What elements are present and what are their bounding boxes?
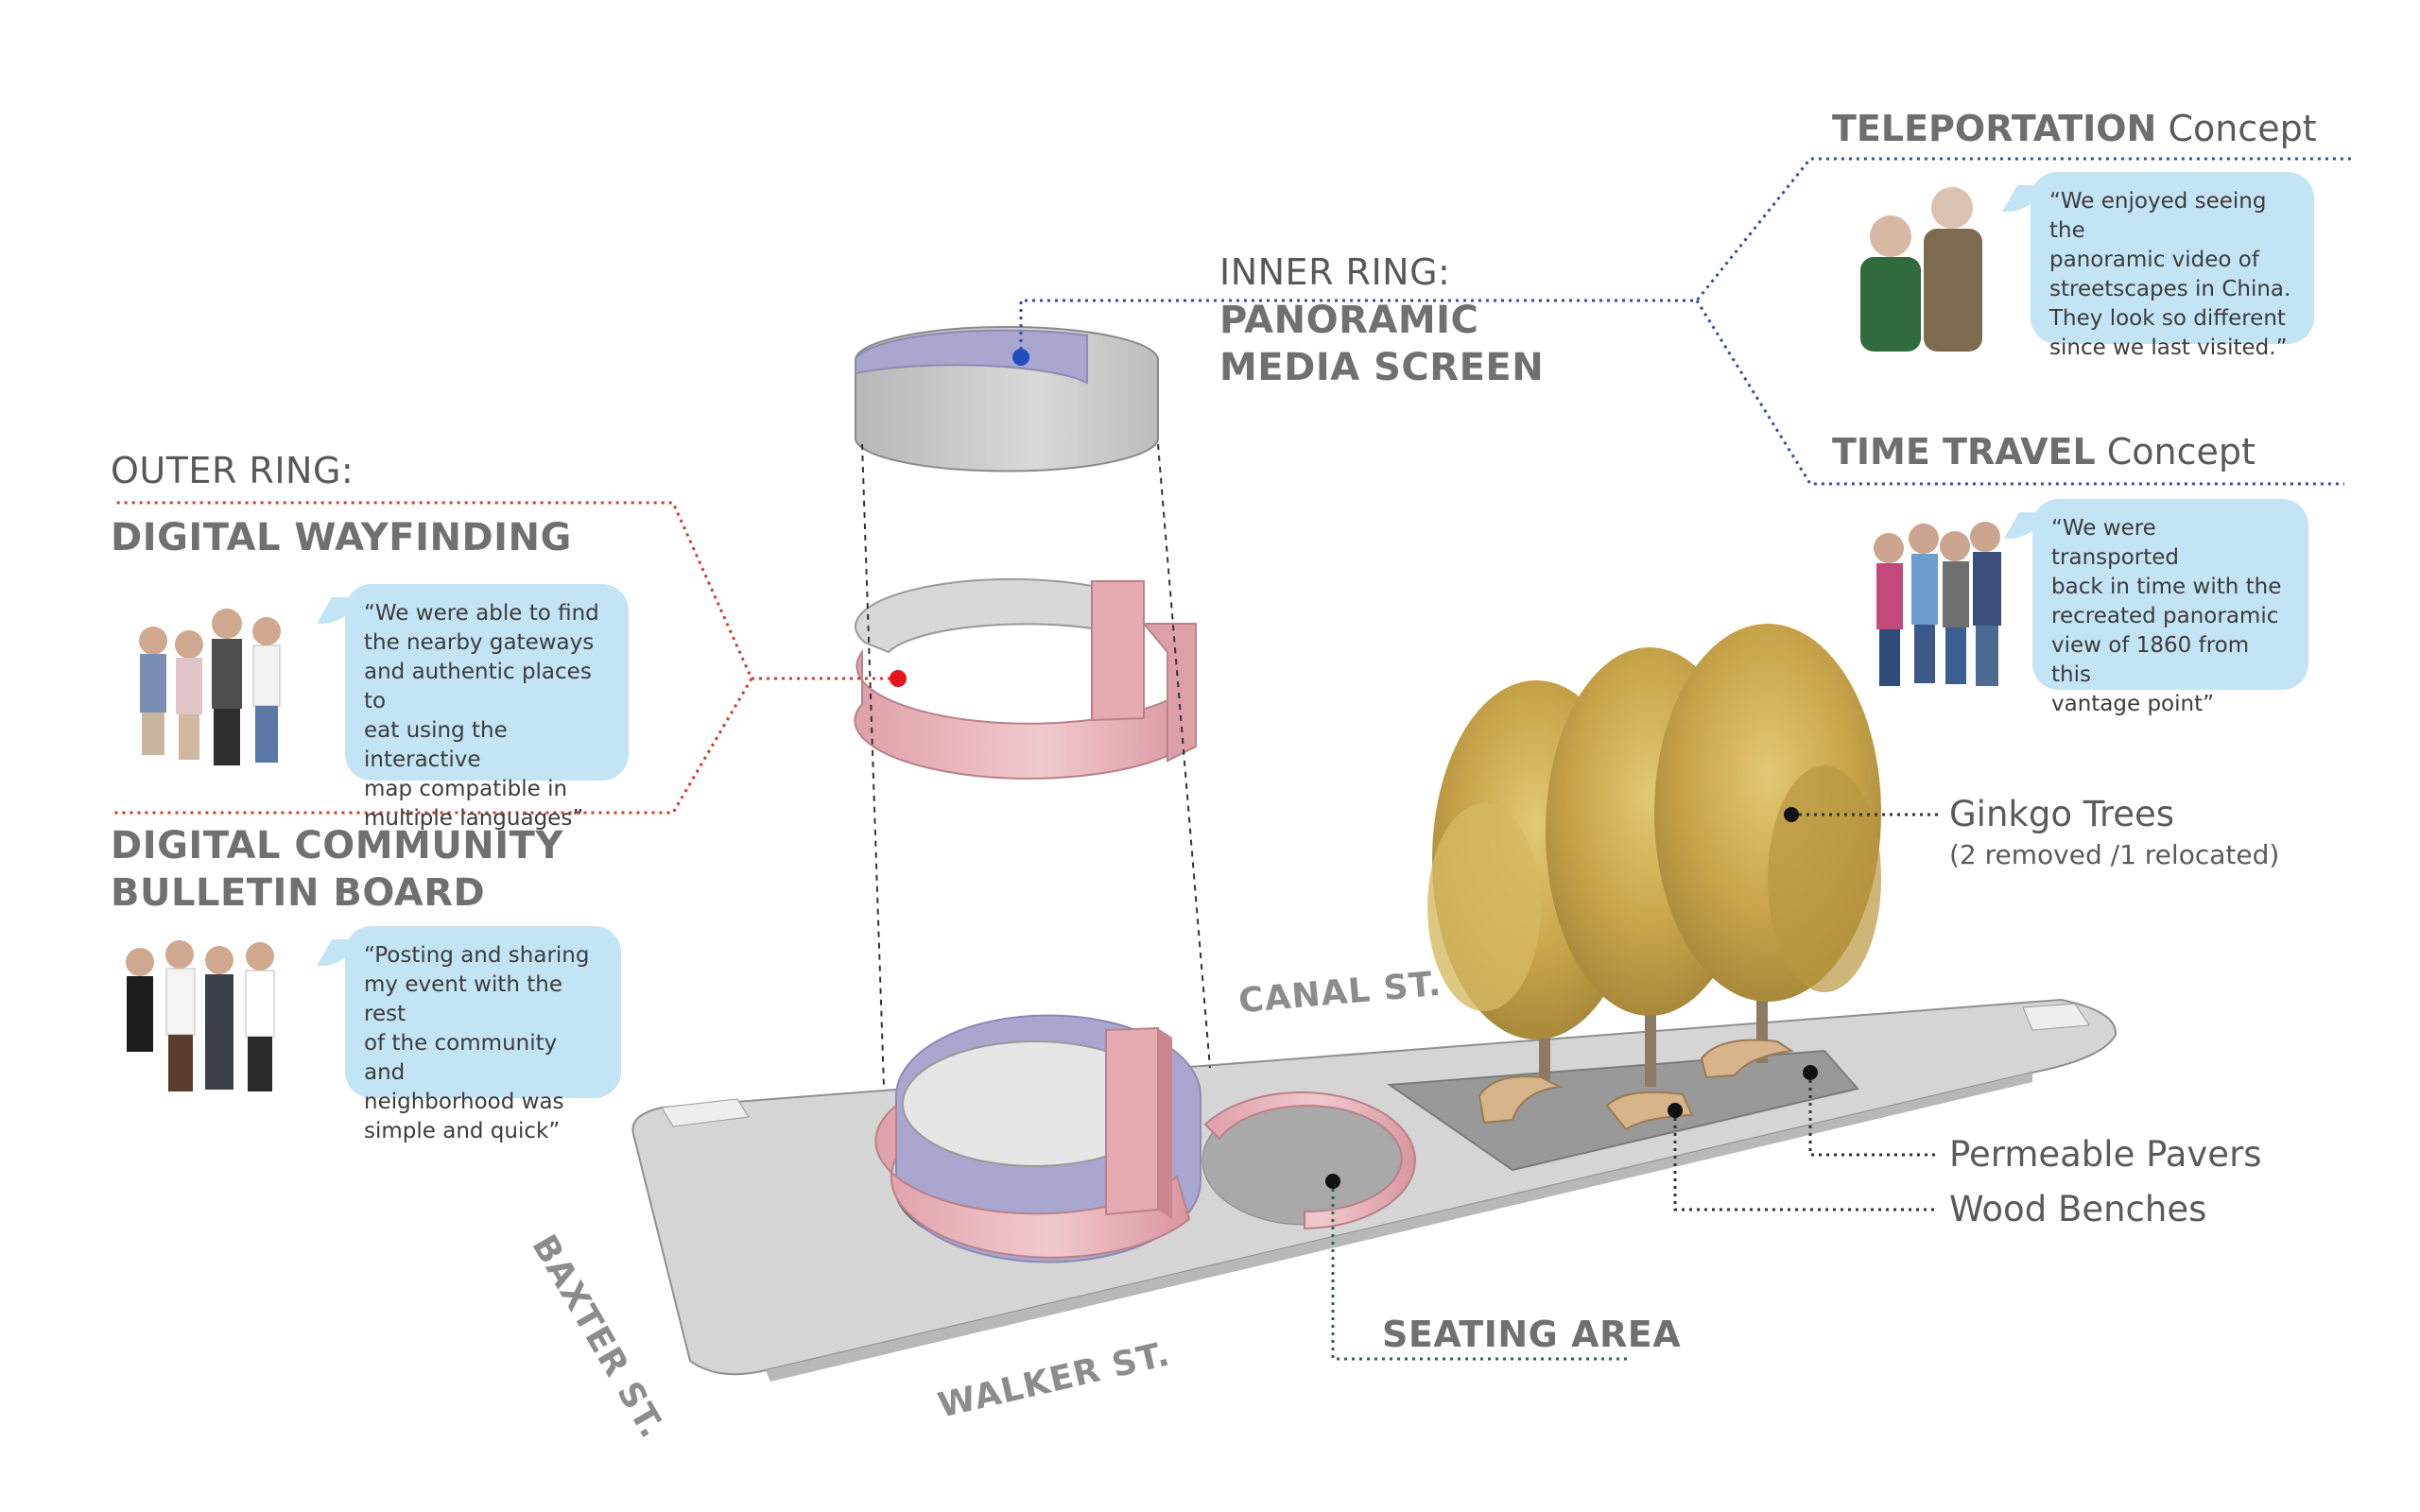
benches-marker — [1668, 1103, 1683, 1118]
teleportation-title: TELEPORTATION Concept — [1832, 108, 2317, 149]
pavers-label: Permeable Pavers — [1949, 1134, 2262, 1175]
wood-benches — [1478, 1039, 1794, 1131]
ground-ring-assembly — [874, 1014, 1201, 1263]
people-group-wayfinding — [139, 609, 281, 765]
time-travel-quote-bubble: “We were transported back in time with t… — [2032, 499, 2308, 716]
wayfinding-title: DIGITAL WAYFINDING — [111, 516, 572, 559]
ginkgo-marker — [1784, 807, 1799, 822]
seating-marker — [1325, 1174, 1340, 1189]
outer-ring-heading: OUTER RING: — [111, 450, 354, 491]
inner-ring-panoramic-screen — [854, 326, 1160, 472]
outer-ring-digital-wayfinding — [854, 577, 1197, 780]
inner-ring-marker — [1012, 349, 1029, 366]
leader-lines — [113, 157, 2354, 1361]
teleportation-title-bold: TELEPORTATION — [1832, 108, 2157, 149]
seating-area-ring — [1201, 1091, 1416, 1230]
bulletin-quote-bubble: “Posting and sharing my event with the r… — [345, 926, 621, 1143]
pavers-marker — [1803, 1065, 1818, 1080]
ginkgo-trees — [1427, 624, 1881, 1087]
bulletin-title-line2: BULLETIN BOARD — [111, 871, 486, 915]
inner-ring-title-line1: PANORAMIC — [1219, 299, 1479, 342]
time-travel-title-rest: Concept — [2095, 431, 2256, 472]
wayfinding-quote-bubble: “We were able to find the nearby gateway… — [345, 584, 629, 831]
seating-area-label: SEATING AREA — [1382, 1314, 1682, 1355]
people-group-time-travel — [1874, 522, 2001, 686]
bulletin-title-line1: DIGITAL COMMUNITY — [111, 824, 563, 868]
ginkgo-label: Ginkgo Trees — [1949, 794, 2175, 834]
outer-ring-marker — [890, 670, 907, 687]
teleportation-quote-bubble: “We enjoyed seeing the panoramic video o… — [2031, 172, 2314, 360]
people-group-bulletin — [126, 940, 275, 1091]
alignment-lines — [861, 443, 1211, 1088]
inner-ring-heading: INNER RING: — [1219, 251, 1451, 293]
ginkgo-note: (2 removed /1 relocated) — [1949, 839, 2280, 870]
teleportation-title-rest: Concept — [2156, 108, 2317, 149]
time-travel-title-bold: TIME TRAVEL — [1832, 431, 2096, 472]
benches-label: Wood Benches — [1949, 1189, 2207, 1229]
inner-ring-title-line2: MEDIA SCREEN — [1219, 346, 1545, 389]
people-group-teleportation — [1860, 187, 1982, 352]
time-travel-title: TIME TRAVEL Concept — [1832, 431, 2256, 472]
